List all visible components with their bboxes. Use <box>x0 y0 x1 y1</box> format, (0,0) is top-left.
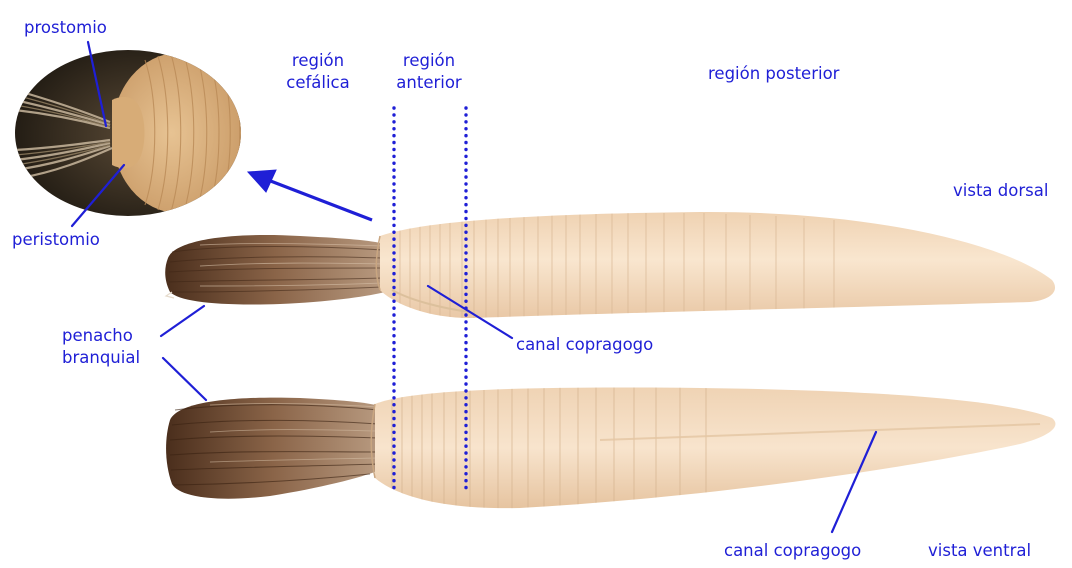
ventral-worm <box>166 385 1055 515</box>
leader-penacho-dorsal <box>161 306 204 336</box>
leader-penacho-ventral <box>163 358 206 400</box>
label-vista-dorsal: vista dorsal <box>953 180 1048 202</box>
label-vista-ventral: vista ventral <box>928 540 1031 562</box>
label-region-anterior-line1: región <box>384 50 474 72</box>
label-prostomio: prostomio <box>24 17 107 39</box>
dorsal-worm <box>165 212 1055 320</box>
label-region-cefalica-line2: cefálica <box>278 72 358 94</box>
inset-closeup <box>10 45 250 225</box>
label-region-anterior-line2: anterior <box>384 72 474 94</box>
label-region-posterior: región posterior <box>708 63 839 85</box>
label-penacho-branquial: penacho branquial <box>62 325 140 369</box>
label-canal-copragogo-dorsal: canal copragogo <box>516 334 653 356</box>
label-region-cefalica-line1: región <box>278 50 358 72</box>
label-penacho-line2: branquial <box>62 347 140 369</box>
label-region-anterior: región anterior <box>384 50 474 94</box>
label-penacho-line1: penacho <box>62 325 140 347</box>
label-peristomio: peristomio <box>12 229 100 251</box>
label-region-cefalica: región cefálica <box>278 50 358 94</box>
label-canal-copragogo-ventral: canal copragogo <box>724 540 861 562</box>
inset-arrow <box>248 170 372 220</box>
